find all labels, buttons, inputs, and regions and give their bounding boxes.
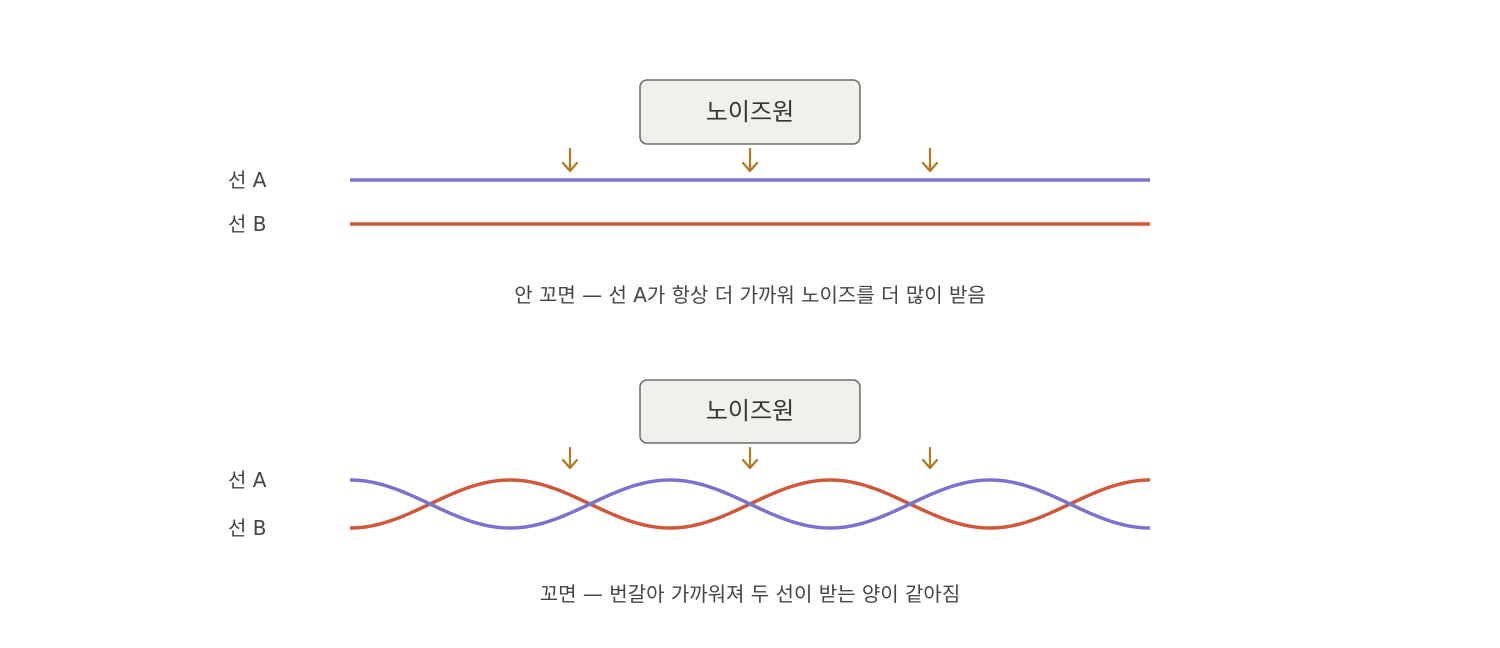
- wire-a: [349, 478, 1151, 530]
- wire-b-label: 선 B: [228, 516, 266, 540]
- noise-arrow: [921, 147, 939, 173]
- noise-arrow: [561, 446, 579, 470]
- wire-a-label: 선 A: [228, 468, 267, 492]
- noise-arrow: [561, 147, 579, 173]
- noise-source-label: 노이즈원: [706, 397, 794, 425]
- noise-arrow: [741, 446, 759, 470]
- panel-untwisted: 노이즈원 선 A 선 B 안 꼬면 — 선 A가 항상 더 가까워 노이즈를 더…: [228, 79, 1150, 307]
- caption-twisted: 꼬면 — 번갈아 가까워져 두 선이 받는 양이 같아짐: [540, 582, 960, 606]
- noise-source-label: 노이즈원: [706, 98, 794, 126]
- noise-arrow: [921, 446, 939, 470]
- caption-untwisted: 안 꼬면 — 선 A가 항상 더 가까워 노이즈를 더 많이 받음: [514, 283, 986, 307]
- noise-source-box: [639, 79, 861, 145]
- noise-source-box: [639, 379, 861, 444]
- panel-twisted: 노이즈원 선 A 선 B 꼬면 — 번갈아 가까워져 두 선이 받는 양이 같아…: [228, 379, 1151, 606]
- wire-a-label: 선 A: [228, 168, 267, 192]
- wire-b-label: 선 B: [228, 212, 266, 236]
- noise-arrow: [741, 147, 759, 173]
